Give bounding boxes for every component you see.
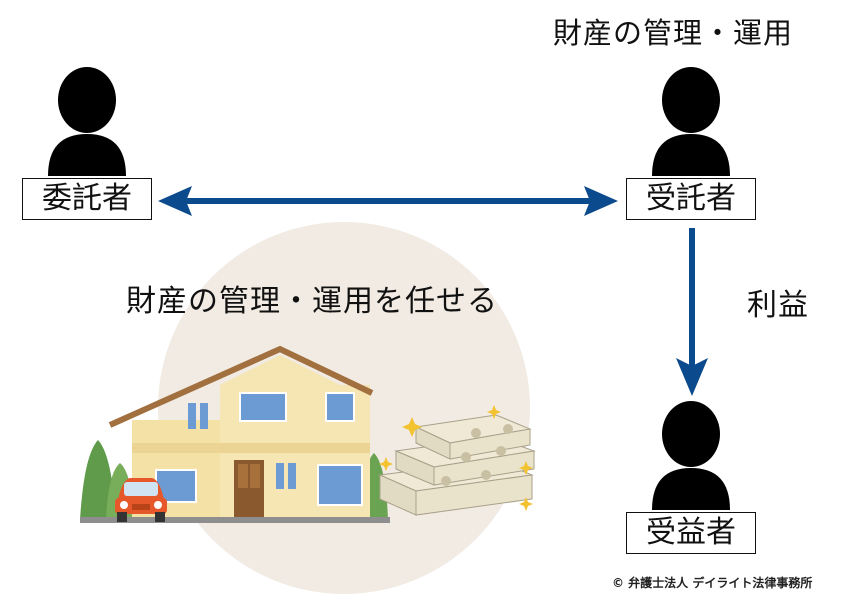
beneficiary-person-icon [652, 401, 730, 510]
copyright-credit: © 弁護士法人 デイライト法律事務所 [612, 576, 813, 590]
down-arrow-icon [676, 228, 708, 396]
entrustor-person-icon [48, 67, 126, 176]
page-title: 財産の管理・運用 [553, 16, 794, 50]
money-stack-icon [378, 405, 536, 516]
car-icon [115, 478, 167, 522]
beneficiary-label: 受益者 [626, 512, 756, 554]
double-arrow-icon [158, 186, 618, 216]
entrustor-label: 委託者 [22, 178, 152, 220]
trustee-person-icon [652, 67, 730, 176]
delegation-text: 財産の管理・運用を任せる [126, 284, 498, 319]
benefit-label: 利益 [747, 288, 809, 323]
trustee-label: 受託者 [626, 178, 756, 220]
